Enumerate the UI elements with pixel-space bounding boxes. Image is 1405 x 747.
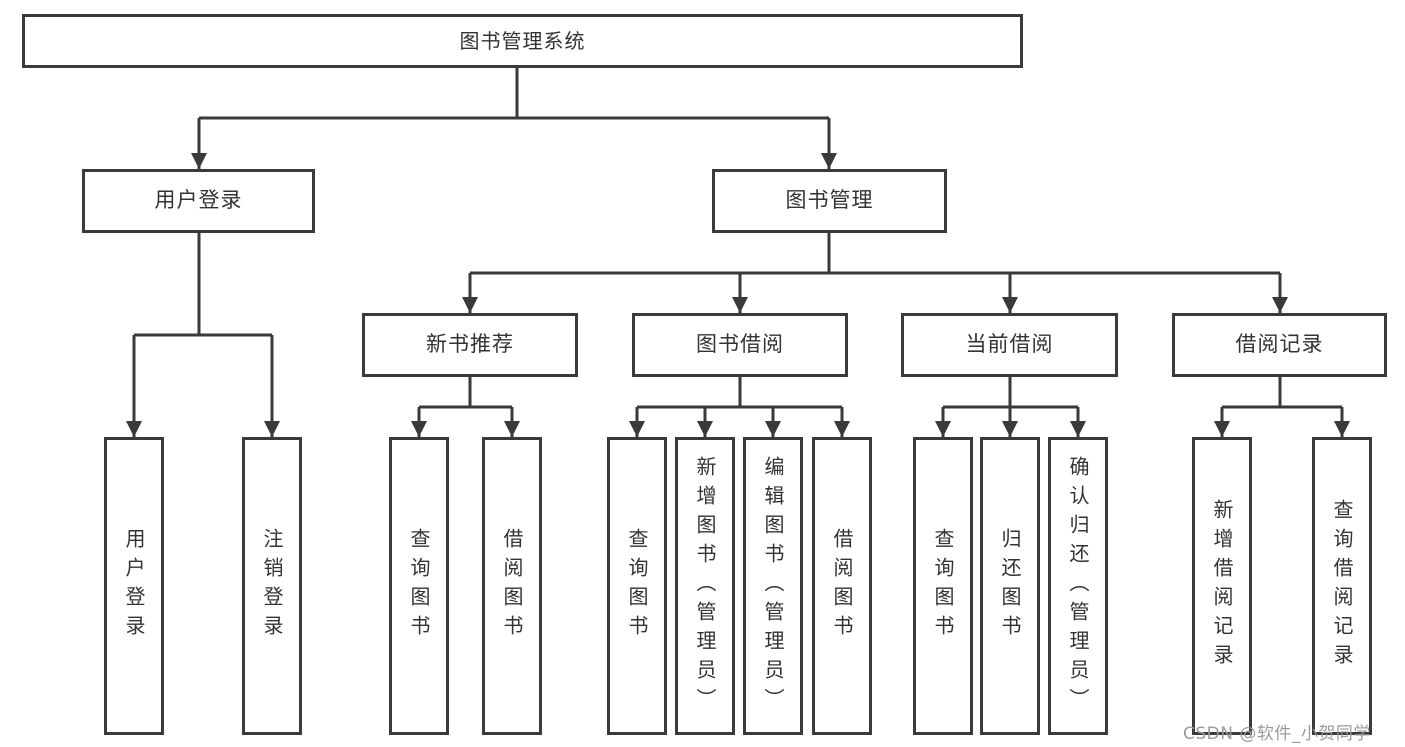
node-query-books-current: 查询图书 <box>913 437 973 735</box>
node-borrow-records: 借阅记录 <box>1172 313 1387 377</box>
connector <box>637 377 842 409</box>
connector <box>470 233 1280 275</box>
connector <box>199 68 829 120</box>
node-edit-book-admin: 编辑图书（管理员） <box>743 437 803 735</box>
node-add-book-admin: 新增图书（管理员） <box>675 437 735 735</box>
connector <box>1222 377 1342 409</box>
node-current-borrow: 当前借阅 <box>901 313 1118 377</box>
connector <box>134 233 272 337</box>
node-query-books-borrow: 查询图书 <box>607 437 667 735</box>
node-return-book: 归还图书 <box>980 437 1040 735</box>
node-library-system: 图书管理系统 <box>22 14 1023 68</box>
node-add-borrow-record: 新增借阅记录 <box>1192 437 1252 735</box>
node-new-book-recommend: 新书推荐 <box>362 313 578 377</box>
node-borrow-books-leaf: 借阅图书 <box>812 437 872 735</box>
node-book-borrow: 图书借阅 <box>632 313 848 377</box>
node-user-login-leaf: 用户登录 <box>104 437 164 735</box>
node-user-login: 用户登录 <box>82 169 315 233</box>
node-logout-leaf: 注销登录 <box>242 437 302 735</box>
connector <box>419 377 512 409</box>
node-query-books-recommend: 查询图书 <box>389 437 449 735</box>
csdn-watermark: CSDN @软件_小贺同学 <box>1183 724 1371 744</box>
node-book-management: 图书管理 <box>712 169 947 233</box>
node-confirm-return-admin: 确认归还（管理员） <box>1048 437 1108 735</box>
connector <box>943 377 1078 409</box>
node-borrow-books-recommend: 借阅图书 <box>482 437 542 735</box>
node-query-borrow-record: 查询借阅记录 <box>1312 437 1372 735</box>
